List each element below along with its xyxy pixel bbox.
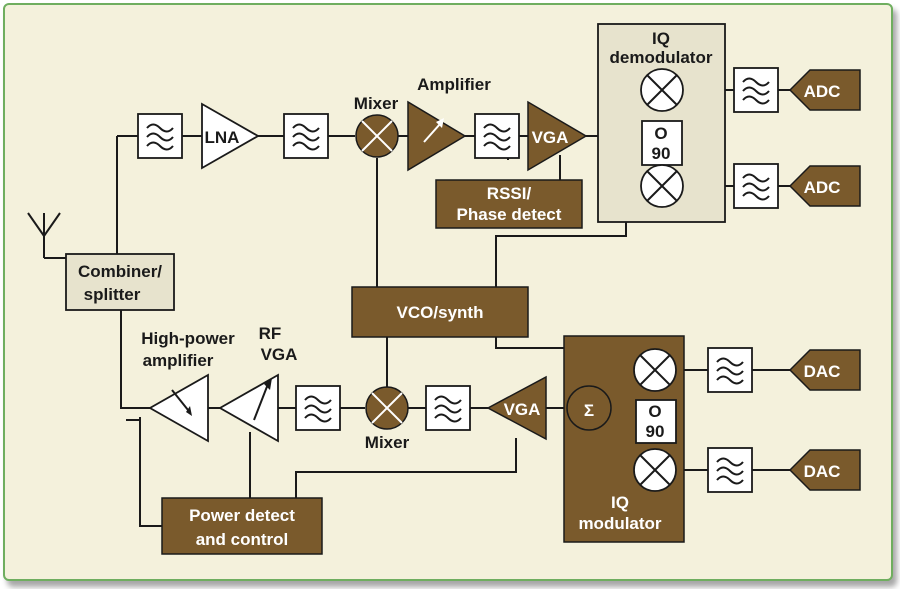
- svg-text:and control: and control: [196, 530, 289, 549]
- svg-text:DAC: DAC: [804, 362, 841, 381]
- tx-filter-1: [295, 385, 341, 431]
- antenna-icon: [27, 212, 61, 238]
- lna-label: LNA: [205, 128, 240, 147]
- svg-text:Combiner/: Combiner/: [78, 262, 162, 281]
- combiner-splitter: Combiner/ splitter: [65, 253, 175, 311]
- svg-text:VCO/synth: VCO/synth: [397, 303, 484, 322]
- svg-text:VGA: VGA: [504, 400, 541, 419]
- svg-text:modulator: modulator: [578, 514, 661, 533]
- adc-filter-1: [733, 67, 779, 113]
- svg-text:O: O: [654, 124, 667, 143]
- vga-rx-label: VGA: [532, 128, 569, 147]
- tx-filter-2: [425, 385, 471, 431]
- high-power-amplifier: [148, 373, 209, 443]
- mixer-top: [355, 114, 399, 158]
- rf-vga: [218, 373, 279, 443]
- svg-text:90: 90: [652, 144, 671, 163]
- rx-filter-1: [137, 113, 183, 159]
- dac-filter-1: [707, 347, 753, 393]
- adc-filter-2: [733, 163, 779, 209]
- rfvga-label-2: VGA: [261, 345, 298, 364]
- hpa-label-2: amplifier: [143, 351, 214, 370]
- adc-2: ADC: [788, 165, 861, 207]
- lna-amplifier: LNA: [201, 102, 260, 170]
- svg-text:Power detect: Power detect: [189, 506, 295, 525]
- iq-modulator: IQ modulator Σ O 90: [563, 335, 685, 543]
- mod-phase-shifter: O 90: [635, 399, 677, 444]
- svg-text:demodulator: demodulator: [610, 48, 713, 67]
- mixer-bottom-label: Mixer: [365, 433, 410, 452]
- vco-synth: VCO/synth: [351, 286, 529, 338]
- mod-mixer-i: [633, 348, 677, 392]
- rx-filter-2: [283, 113, 329, 159]
- rssi-phase-detect: RSSI/ Phase detect: [435, 179, 583, 229]
- svg-text:Phase detect: Phase detect: [457, 205, 562, 224]
- svg-text:RSSI/: RSSI/: [487, 184, 532, 203]
- amplifier-label: Amplifier: [417, 75, 491, 94]
- svg-text:ADC: ADC: [804, 82, 841, 101]
- svg-text:Σ: Σ: [584, 401, 594, 420]
- hpa-label-1: High-power: [141, 329, 235, 348]
- amplifier: [407, 100, 467, 172]
- mixer-top-label: Mixer: [354, 94, 399, 113]
- svg-text:ADC: ADC: [804, 178, 841, 197]
- iq-demodulator: IQ demodulator O 90: [597, 23, 726, 223]
- dac-2: DAC: [788, 449, 861, 491]
- vga-rx: VGA: [527, 100, 588, 172]
- demod-phase-shifter: O 90: [641, 120, 683, 166]
- mod-mixer-q: [633, 448, 677, 492]
- svg-text:DAC: DAC: [804, 462, 841, 481]
- power-detect-control: Power detect and control: [161, 497, 323, 555]
- mixer-bottom: [365, 386, 409, 430]
- dac-filter-2: [707, 447, 753, 493]
- summer-sigma: Σ: [566, 385, 612, 431]
- rfvga-label-1: RF: [259, 324, 282, 343]
- rx-filter-3: [474, 113, 520, 159]
- adc-1: ADC: [788, 69, 861, 111]
- svg-text:IQ: IQ: [652, 29, 670, 48]
- svg-text:IQ: IQ: [611, 493, 629, 512]
- dac-1: DAC: [788, 349, 861, 391]
- vga-tx: VGA: [486, 375, 547, 441]
- svg-text:90: 90: [646, 422, 665, 441]
- svg-text:splitter: splitter: [84, 285, 141, 304]
- svg-text:O: O: [648, 402, 661, 421]
- demod-mixer-q: [640, 164, 684, 208]
- demod-mixer-i: [640, 68, 684, 112]
